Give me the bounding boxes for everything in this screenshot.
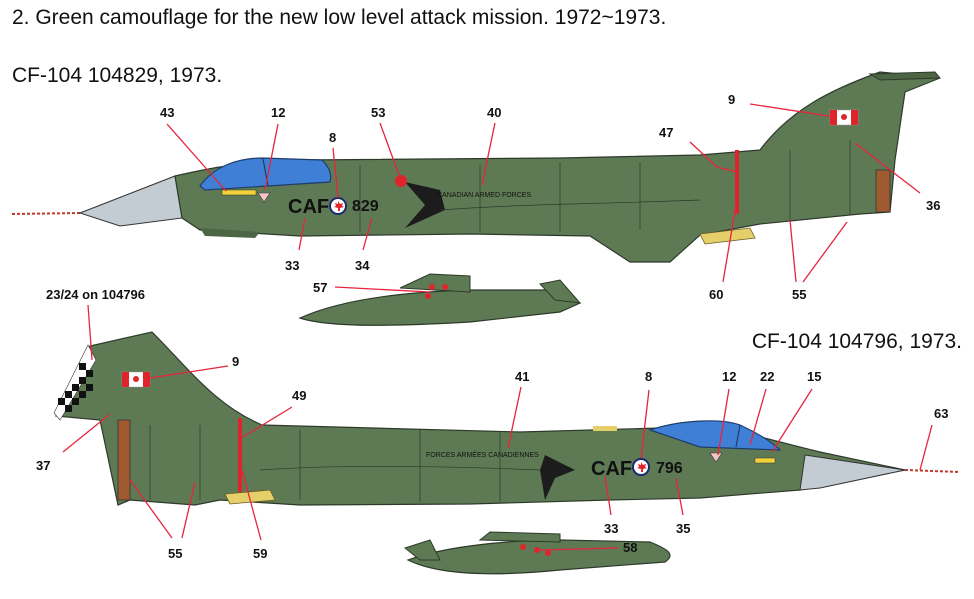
- radome-bottom: [799, 454, 906, 491]
- callout-labels-top: 43 12 8 53 40 9 47 36 33 34 57 60 55: [160, 92, 940, 302]
- callout-label: 63: [934, 406, 948, 421]
- radome: [78, 175, 183, 227]
- callout-label: 37: [36, 458, 50, 473]
- roundel-bottom: [632, 458, 650, 476]
- callout-label: 12: [271, 105, 285, 120]
- fuselage-text-bottom: FORCES ARMÉES CANADIENNES: [426, 450, 539, 459]
- callout-label: 49: [292, 388, 306, 403]
- intake-shadow: [405, 182, 445, 228]
- callout-label: 33: [285, 258, 299, 273]
- callout-label: 15: [807, 369, 821, 384]
- callout-label: 60: [709, 287, 723, 302]
- callout-label: 9: [728, 92, 735, 107]
- aircraft-top: CAF 829 CANADIAN ARMED FORCES: [11, 71, 942, 326]
- pitot-probe: [11, 212, 83, 215]
- aircraft-top-caption: CF-104 104829, 1973.: [12, 64, 223, 87]
- callout-label: 55: [792, 287, 806, 302]
- flag-bottom: [121, 371, 151, 388]
- page-title: 2. Green camouflage for the new low leve…: [12, 6, 667, 29]
- drop-tank-top: [298, 289, 582, 326]
- serial-top: 829: [352, 198, 379, 215]
- callout-label: 59: [253, 546, 267, 561]
- fin-tip: [868, 71, 942, 81]
- fuselage-text-top: CANADIAN ARMED FORCES: [437, 192, 531, 199]
- callout-label: 43: [160, 105, 174, 120]
- callout-labels-bottom: 23/24 on 104796 9 49 41 8 12 22 15 63 37…: [36, 287, 948, 561]
- callout-label: 36: [926, 198, 940, 213]
- callout-lines: [62, 103, 933, 551]
- caf-marking-bottom: CAF: [591, 458, 632, 480]
- callout-label: 55: [168, 546, 182, 561]
- fuselage-bottom: [55, 331, 906, 506]
- roundel-top: [329, 197, 347, 215]
- pitot-probe-bottom: [904, 469, 961, 473]
- callout-label: 22: [760, 369, 774, 384]
- callout-label: 40: [487, 105, 501, 120]
- callout-label: 53: [371, 105, 385, 120]
- callout-label: 8: [329, 130, 336, 145]
- caf-marking-top: CAF: [288, 196, 329, 218]
- callout-label: 41: [515, 369, 529, 384]
- serial-bottom: 796: [656, 460, 683, 477]
- callout-label: 47: [659, 125, 673, 140]
- callout-label: 12: [722, 369, 736, 384]
- callout-label: 34: [355, 258, 370, 273]
- aircraft-bottom-caption: CF-104 104796, 1973.: [751, 330, 962, 353]
- checkerboard-fin: [53, 344, 97, 421]
- callout-label: 58: [623, 540, 637, 555]
- callout-label: 9: [232, 354, 239, 369]
- callout-label: 57: [313, 280, 327, 295]
- callout-label: 8: [645, 369, 652, 384]
- flag-top: [829, 109, 859, 126]
- callout-label: 35: [676, 521, 690, 536]
- exhaust: [875, 169, 891, 213]
- callout-label: 23/24 on 104796: [46, 287, 145, 302]
- callout-label: 33: [604, 521, 618, 536]
- aircraft-bottom: CAF 796 FORCES ARMÉES CANADIENNES: [53, 331, 961, 575]
